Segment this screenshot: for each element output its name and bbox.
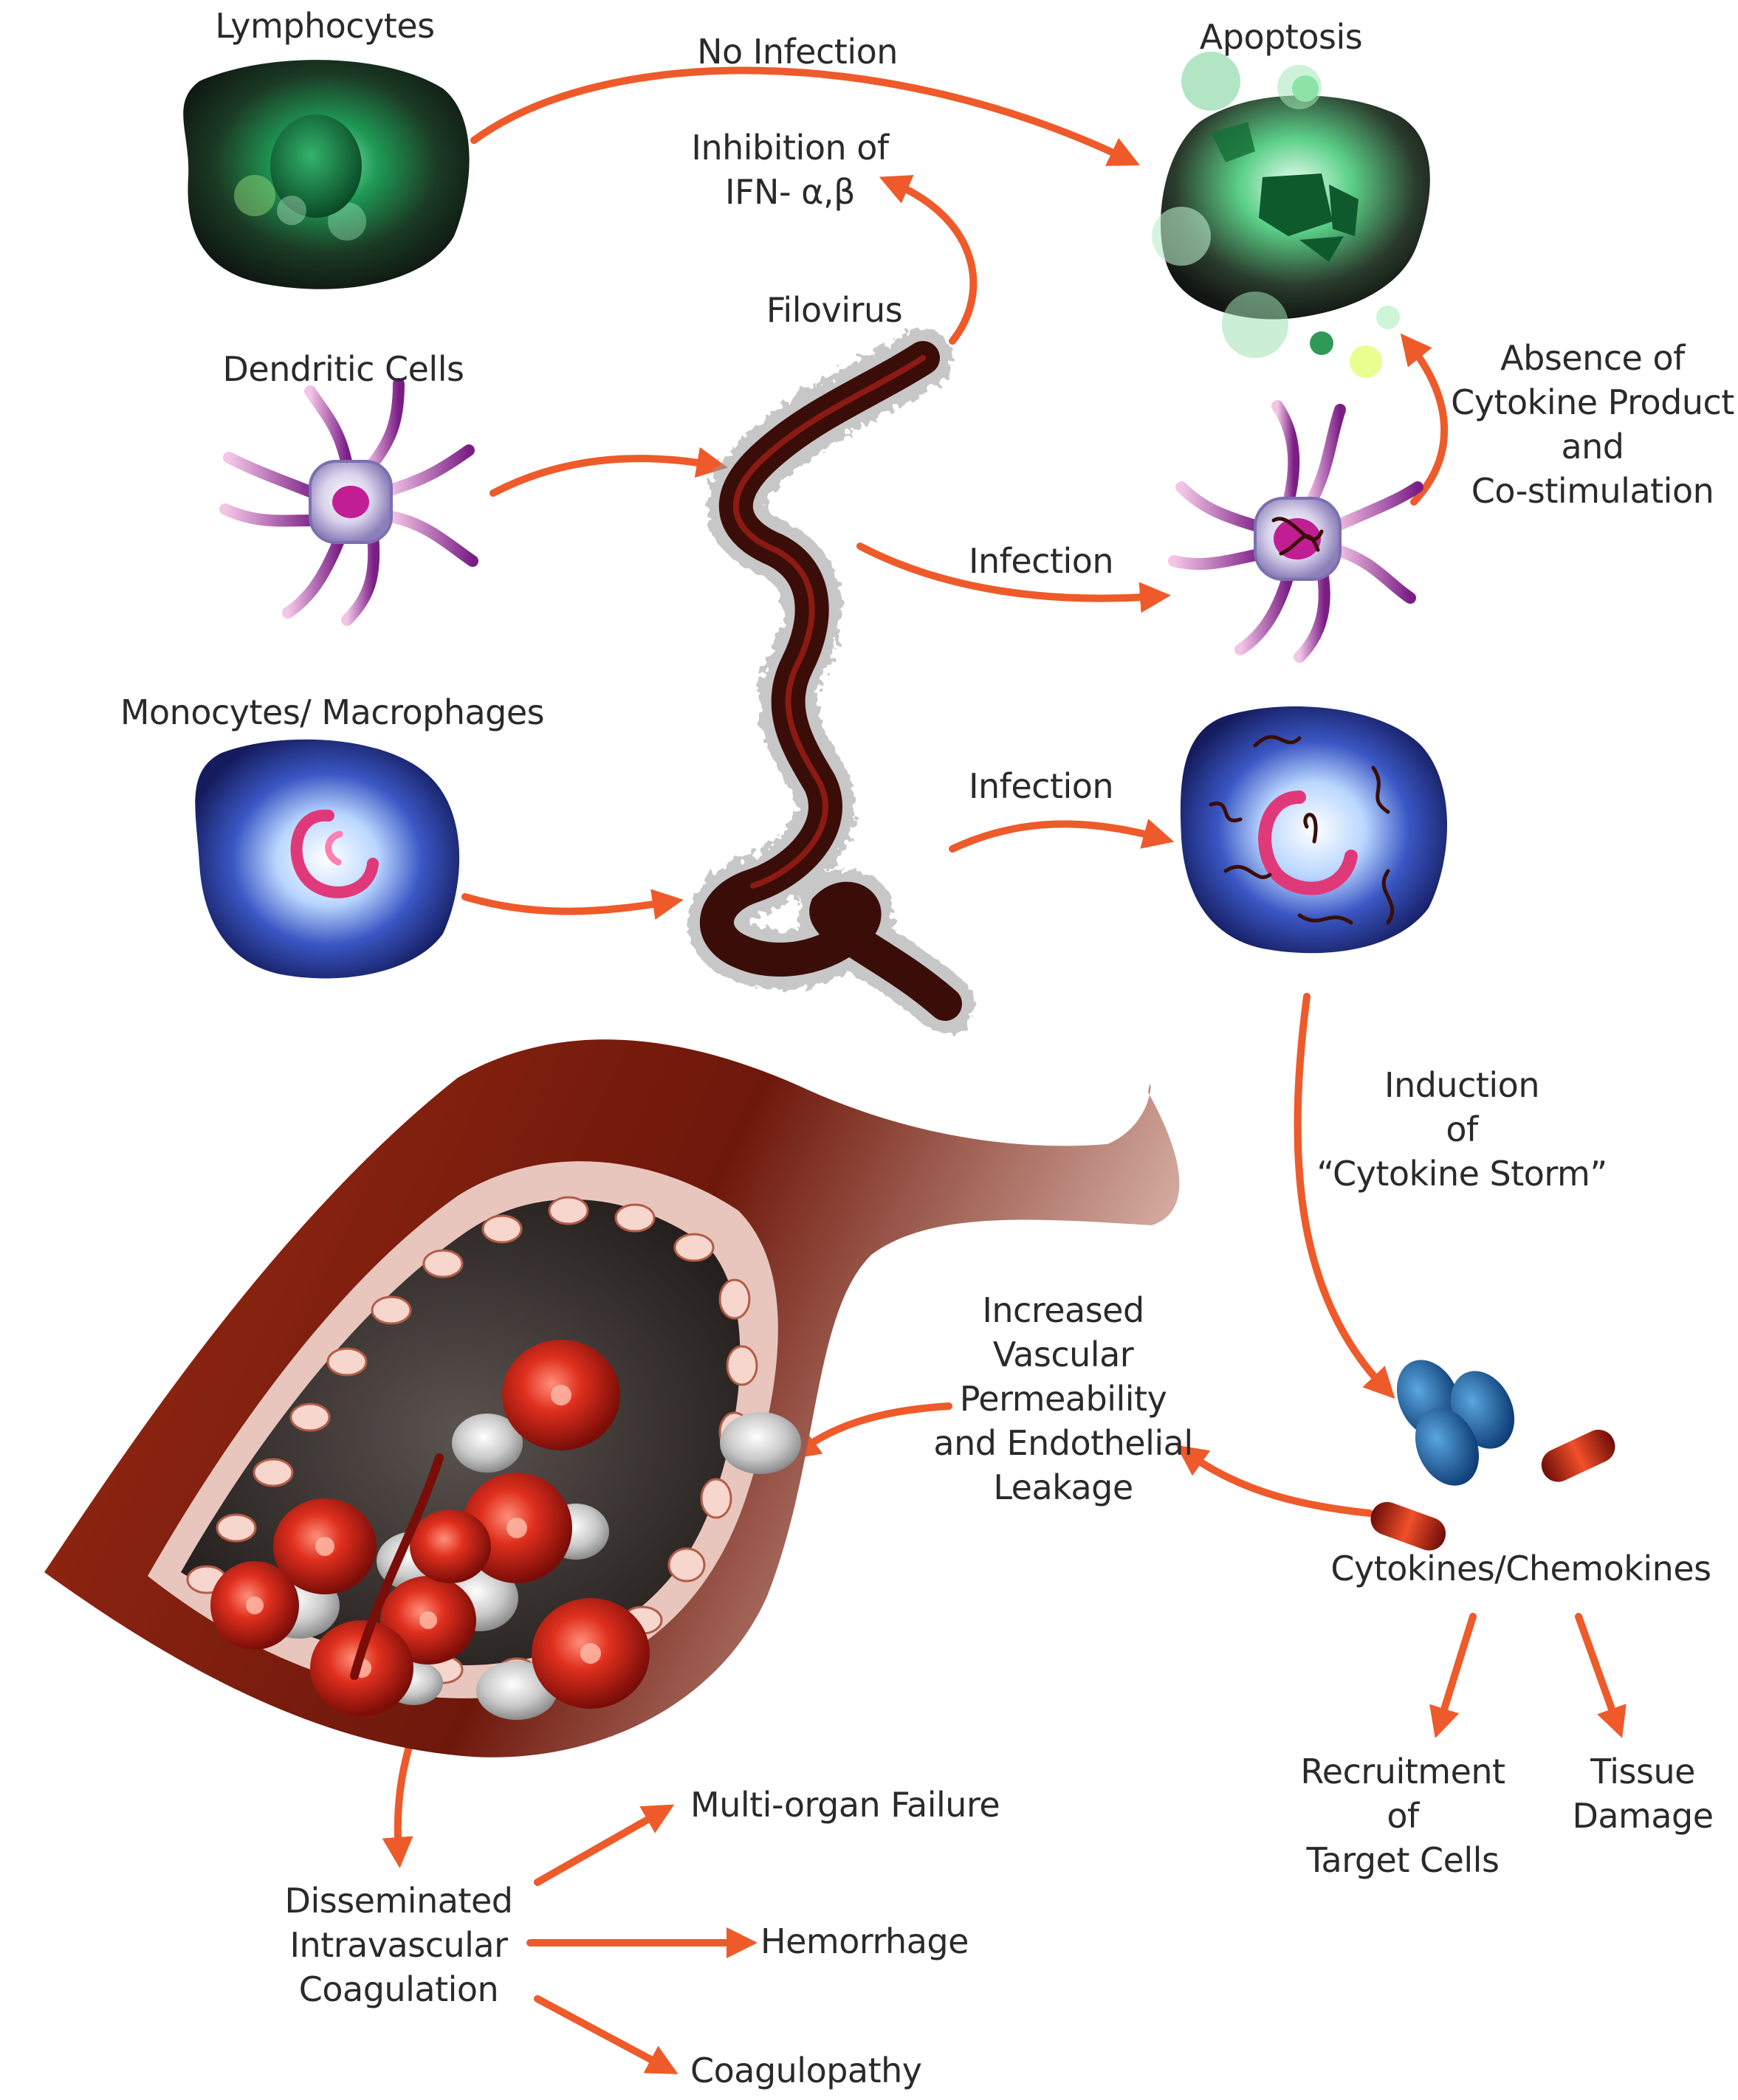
- label-recruitment: Recruitment of Target Cells: [1300, 1752, 1505, 1880]
- flow-arrows: [382, 66, 1627, 2074]
- label-cytokines-chemokines: Cytokines/Chemokines: [1330, 1549, 1711, 1588]
- label-infection-macrophage: Infection: [968, 766, 1114, 806]
- arrow-macrophage-to-virus: [461, 889, 684, 920]
- label-lymphocytes: Lymphocytes: [215, 6, 435, 46]
- blood-vessel-icon: [44, 1039, 1180, 1758]
- label-absence-cytokine: Absence of Cytokine Product and Co-stimu…: [1451, 338, 1734, 511]
- infected-macrophage-icon: [1180, 706, 1447, 954]
- label-no-infection: No Infection: [697, 32, 898, 72]
- label-dic: Disseminated Intravascular Coagulation: [284, 1881, 513, 2009]
- label-tissue-damage: Tissue Damage: [1572, 1752, 1714, 1836]
- label-filovirus: Filovirus: [766, 290, 903, 330]
- label-infection-dendritic: Infection: [968, 541, 1114, 581]
- arrow-dendritic-to-virus: [490, 447, 728, 497]
- label-monocytes-macrophages: Monocytes/ Macrophages: [120, 692, 545, 732]
- arrow-no-infection: [470, 66, 1140, 166]
- arrow-cytokines-to-vascular: [1175, 1445, 1373, 1517]
- arrow-absence: [1400, 333, 1449, 506]
- label-inhibition-ifn: Inhibition of IFN- α,β: [691, 128, 889, 212]
- macrophage-cell-icon: [195, 739, 460, 979]
- arrow-vascular-to-vessel: [789, 1402, 952, 1460]
- arrow-infection-dendritic: [856, 543, 1171, 613]
- lymphocyte-cell-icon: [183, 60, 470, 289]
- filovirus-icon: [687, 328, 975, 1033]
- label-apoptosis: Apoptosis: [1199, 17, 1363, 57]
- label-vascular-permeability: Increased Vascular Permeability and Endo…: [933, 1290, 1193, 1507]
- arrow-coagulopathy: [534, 1995, 679, 2074]
- arrow-recruitment: [1429, 1613, 1477, 1739]
- arrow-inhibition: [879, 175, 978, 345]
- arrow-tissue-damage: [1575, 1613, 1627, 1738]
- arrow-multi-organ: [534, 1804, 675, 1886]
- dendritic-cell-icon: [219, 378, 478, 626]
- label-multi-organ-failure: Multi-organ Failure: [690, 1785, 1000, 1825]
- arrow-infection-macrophage: [949, 819, 1175, 853]
- label-hemorrhage: Hemorrhage: [760, 1921, 969, 1961]
- cytokine-molecules-icon: [1370, 1360, 1615, 1551]
- apoptotic-cell-icon: [1152, 52, 1430, 378]
- infected-dendritic-cell-icon: [1168, 400, 1423, 663]
- label-dendritic-cells: Dendritic Cells: [222, 349, 464, 389]
- label-coagulopathy: Coagulopathy: [690, 2051, 922, 2090]
- arrow-cytokine-storm: [1294, 993, 1395, 1400]
- label-cytokine-storm: Induction of “Cytokine Storm”: [1316, 1065, 1607, 1194]
